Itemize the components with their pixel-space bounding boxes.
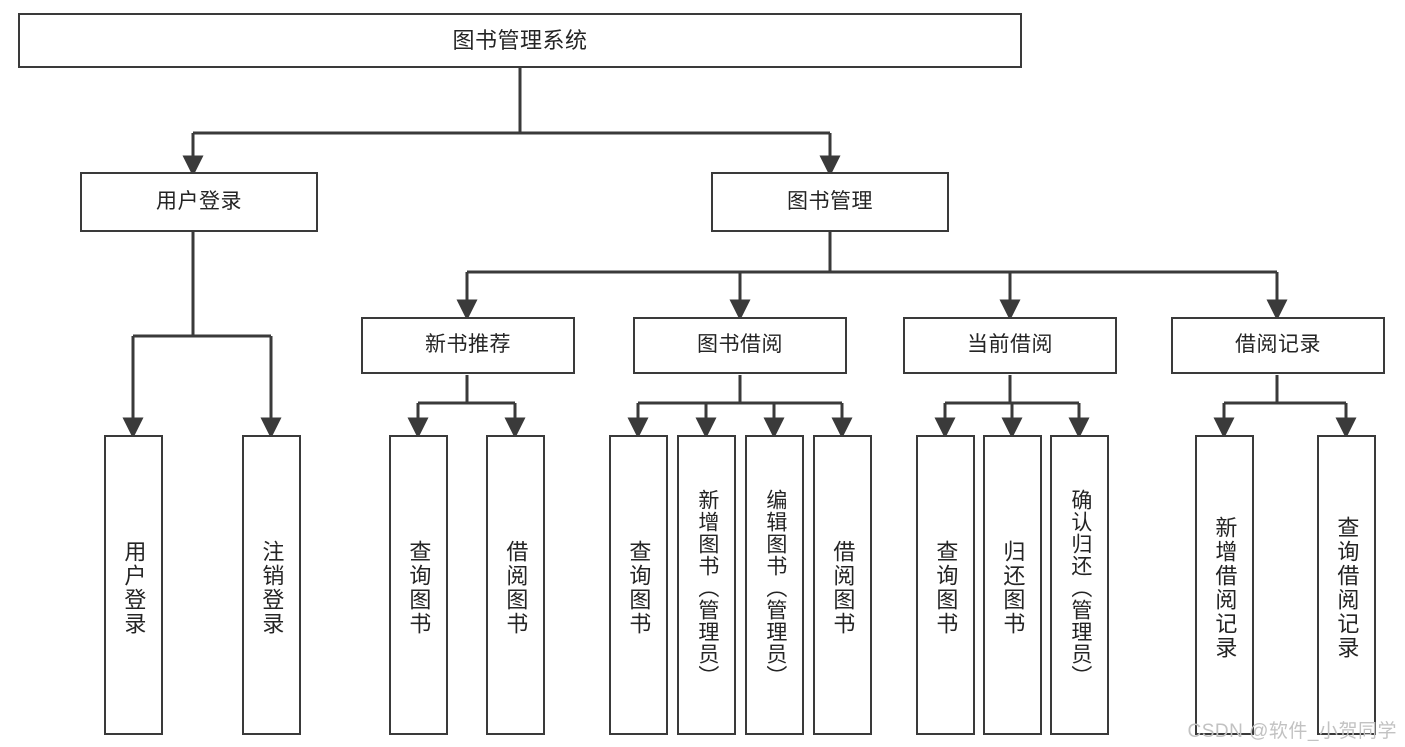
- edges-root: [182, 68, 841, 177]
- edges-new-book: [407, 375, 526, 439]
- leaf-borrow-borrow-book[interactable]: 借阅图书: [813, 435, 872, 735]
- node-book-management[interactable]: 图书管理: [711, 172, 949, 232]
- leaf-current-confirm-return-admin[interactable]: 确认归还（管理员）: [1050, 435, 1109, 735]
- edges-user-login: [122, 232, 282, 439]
- node-label: 借阅记录: [1235, 333, 1321, 357]
- edges-records: [1213, 375, 1357, 439]
- node-label: 用户登录: [121, 540, 147, 636]
- node-label: 确认归还（管理员）: [1068, 489, 1092, 687]
- node-label: 查询图书: [406, 540, 432, 636]
- node-label: 新书推荐: [425, 333, 511, 357]
- edges-book-mgmt: [456, 232, 1288, 321]
- node-label: 用户登录: [156, 189, 242, 213]
- leaf-current-query-book[interactable]: 查询图书: [916, 435, 975, 735]
- node-current-borrow[interactable]: 当前借阅: [903, 317, 1117, 374]
- leaf-user-login-signout[interactable]: 注销登录: [242, 435, 301, 735]
- node-borrow-records[interactable]: 借阅记录: [1171, 317, 1385, 374]
- leaf-new-book-borrow[interactable]: 借阅图书: [486, 435, 545, 735]
- leaf-borrow-query-book[interactable]: 查询图书: [609, 435, 668, 735]
- node-label: 编辑图书（管理员）: [763, 489, 787, 687]
- node-label: 新增借阅记录: [1212, 516, 1238, 660]
- leaf-records-add-record[interactable]: 新增借阅记录: [1195, 435, 1254, 735]
- node-label: 归还图书: [1000, 540, 1026, 636]
- leaf-records-query-record[interactable]: 查询借阅记录: [1317, 435, 1376, 735]
- edges-current: [934, 375, 1090, 439]
- node-label: 图书管理系统: [452, 27, 588, 53]
- node-new-book-recommend[interactable]: 新书推荐: [361, 317, 575, 374]
- node-label: 当前借阅: [967, 333, 1053, 357]
- leaf-current-return-book[interactable]: 归还图书: [983, 435, 1042, 735]
- node-label: 借阅图书: [830, 540, 856, 636]
- leaf-borrow-edit-book-admin[interactable]: 编辑图书（管理员）: [745, 435, 804, 735]
- node-label: 查询图书: [626, 540, 652, 636]
- node-user-login[interactable]: 用户登录: [80, 172, 318, 232]
- leaf-user-login-signin[interactable]: 用户登录: [104, 435, 163, 735]
- node-label: 查询图书: [933, 540, 959, 636]
- node-label: 新增图书（管理员）: [695, 489, 719, 687]
- csdn-watermark: CSDN @软件_小贺同学: [1187, 721, 1397, 742]
- node-label: 图书借阅: [697, 333, 783, 357]
- node-label: 图书管理: [787, 189, 873, 213]
- edges-borrow: [627, 375, 853, 439]
- node-root-system[interactable]: 图书管理系统: [18, 13, 1022, 68]
- node-label: 借阅图书: [503, 540, 529, 636]
- leaf-new-book-query[interactable]: 查询图书: [389, 435, 448, 735]
- leaf-borrow-add-book-admin[interactable]: 新增图书（管理员）: [677, 435, 736, 735]
- node-label: 注销登录: [259, 540, 285, 636]
- node-label: 查询借阅记录: [1334, 516, 1360, 660]
- node-book-borrow[interactable]: 图书借阅: [633, 317, 847, 374]
